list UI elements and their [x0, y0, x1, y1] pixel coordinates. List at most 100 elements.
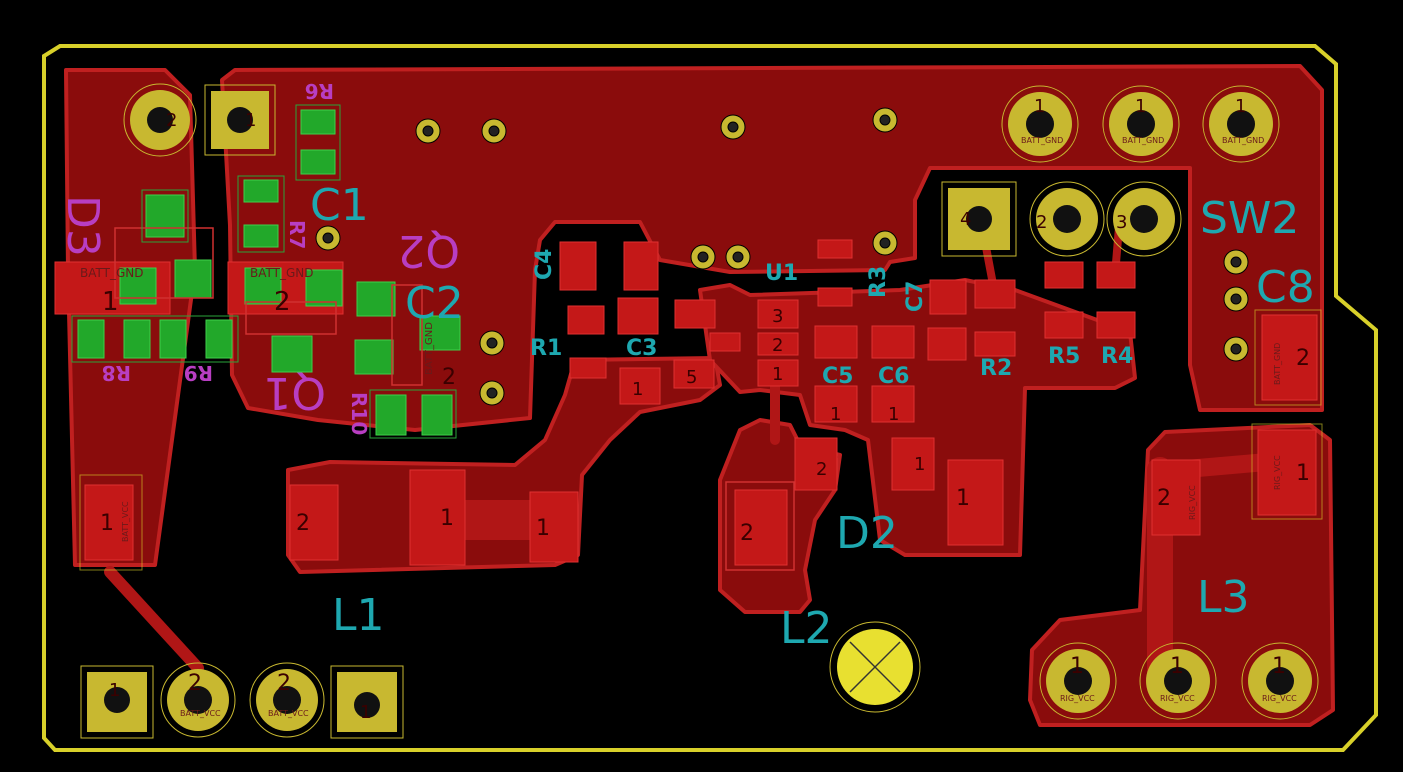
- ref-d3: D3: [57, 195, 108, 257]
- r10-pad-1: [375, 394, 407, 436]
- batt-conn-pad-2b: [249, 662, 325, 738]
- batt-conn-pad-2a: [160, 662, 236, 738]
- pad-number: 1: [1296, 461, 1310, 486]
- ref-r9: R9: [184, 361, 213, 385]
- batt-gnd-th-pad-2: [1102, 85, 1180, 163]
- pad-number: 1: [956, 486, 970, 511]
- pad-numbers: 2 1 1 1 1 4 2 3 1 2 2 1 2 1 1 2 1 2 1 2 …: [100, 96, 1310, 723]
- ref-u1: U1: [765, 261, 798, 286]
- c8-pad: [1261, 314, 1318, 401]
- outline: [79, 474, 143, 571]
- net-label: BATT_GND: [1222, 136, 1264, 145]
- net-labels: BATT_GND BATT_GND BATT_GND BATT_GND BATT…: [80, 136, 1297, 718]
- net-label: BATT_VCC: [180, 709, 221, 718]
- rig-vcc-pad-3: [1241, 642, 1319, 720]
- ref-c5: C5: [822, 364, 853, 389]
- pad-number: 4: [960, 209, 971, 230]
- outline: [141, 189, 189, 243]
- pad-courtyards: [79, 309, 1323, 571]
- ref-c4: C4: [532, 249, 557, 280]
- ref-d2: D2: [836, 508, 898, 559]
- ref-l3: L3: [1197, 572, 1250, 623]
- pad-number: 2: [277, 671, 291, 696]
- mounting-pad: [829, 621, 921, 713]
- q1-courtyard: [245, 301, 337, 335]
- via: [315, 225, 341, 251]
- via: [481, 118, 507, 144]
- l1-pad-1: [409, 469, 466, 566]
- outline: [369, 389, 457, 439]
- d3-pad-a: [145, 194, 185, 238]
- pad-number: 2: [1036, 212, 1047, 233]
- c3-pad: [617, 297, 659, 335]
- r6-pad-2: [300, 149, 336, 175]
- c3-pad-1: [619, 367, 661, 405]
- net-label: RIG_VCC: [1262, 694, 1297, 703]
- net-label: RIG_VCC: [1188, 485, 1197, 520]
- ref-c8: C8: [1256, 262, 1315, 313]
- sw2-pad-2: [1029, 181, 1105, 257]
- through-hole-pads: [80, 83, 1319, 739]
- pad-number: 1: [914, 454, 925, 475]
- u1-pad-1: [757, 359, 799, 387]
- l1-pad-2: [289, 484, 339, 561]
- c6-pad-1: [871, 385, 915, 423]
- rig-vcc-pad-1: [1039, 642, 1117, 720]
- outline: [1254, 309, 1322, 406]
- q2-pad-1: [354, 339, 394, 375]
- ref-r2: R2: [980, 356, 1012, 381]
- pad-number: 1: [1235, 96, 1246, 117]
- via: [872, 230, 898, 256]
- pad-number: 1: [536, 516, 550, 541]
- batt-gnd-th-pad-top: [204, 84, 276, 156]
- ref-l1: L1: [332, 590, 385, 641]
- net-label: RIG_VCC: [1160, 694, 1195, 703]
- ref-r5: R5: [1048, 344, 1080, 369]
- pad-number: 1: [1135, 96, 1146, 117]
- ref-r10: R10: [347, 392, 371, 435]
- via: [1223, 249, 1249, 275]
- ref-r3: R3: [866, 266, 891, 298]
- pad-number: 2: [1157, 486, 1171, 511]
- c7-pad-2: [974, 279, 1016, 309]
- c3-pad-2: [623, 241, 659, 291]
- net-label: RIG_VCC: [1060, 694, 1095, 703]
- pad-number: 2: [188, 671, 202, 696]
- ref-r8: R8: [102, 361, 131, 385]
- net-label: BATT_VCC: [268, 709, 309, 718]
- ref-r6: R6: [305, 79, 334, 103]
- net-label: BATT_VCC: [121, 501, 130, 542]
- board-outline: [42, 44, 1378, 752]
- u1-pad-3: [757, 299, 799, 329]
- l2-pad: [734, 489, 788, 566]
- pad-number: 3: [1116, 212, 1127, 233]
- pad-number: 1: [102, 287, 119, 317]
- net-label: BATT_GND: [250, 266, 313, 280]
- ref-l2: L2: [780, 603, 833, 654]
- l3-pad-2: [1151, 459, 1201, 536]
- pad-number: 1: [772, 364, 783, 385]
- pad-number: 2: [772, 335, 783, 356]
- via: [1223, 286, 1249, 312]
- q1-pad-c: [271, 335, 313, 373]
- ref-c6: C6: [878, 364, 909, 389]
- pad-number: 1: [440, 506, 454, 531]
- pad-number: 1: [1070, 654, 1084, 679]
- c4-pad: [559, 241, 597, 291]
- d3-courtyard: [114, 227, 214, 299]
- q2-pad-2: [356, 281, 396, 317]
- r3-pad-2: [817, 287, 853, 307]
- ref-c3: C3: [626, 336, 657, 361]
- ref-r4: R4: [1101, 344, 1133, 369]
- l3-pad-1: [1257, 429, 1317, 516]
- ref-q2: Q2: [397, 225, 460, 276]
- pad-number: 1: [109, 680, 120, 701]
- r2-pad-2: [974, 331, 1016, 357]
- batt-conn-pad-1a: [80, 665, 154, 739]
- outline: [237, 175, 285, 253]
- sw2-pad-3: [1106, 181, 1182, 257]
- d2-pad-2: [794, 437, 838, 491]
- pad-number: 1: [245, 110, 256, 131]
- net-label: BATT_GND: [1273, 343, 1282, 385]
- pad-number: 2: [740, 521, 754, 546]
